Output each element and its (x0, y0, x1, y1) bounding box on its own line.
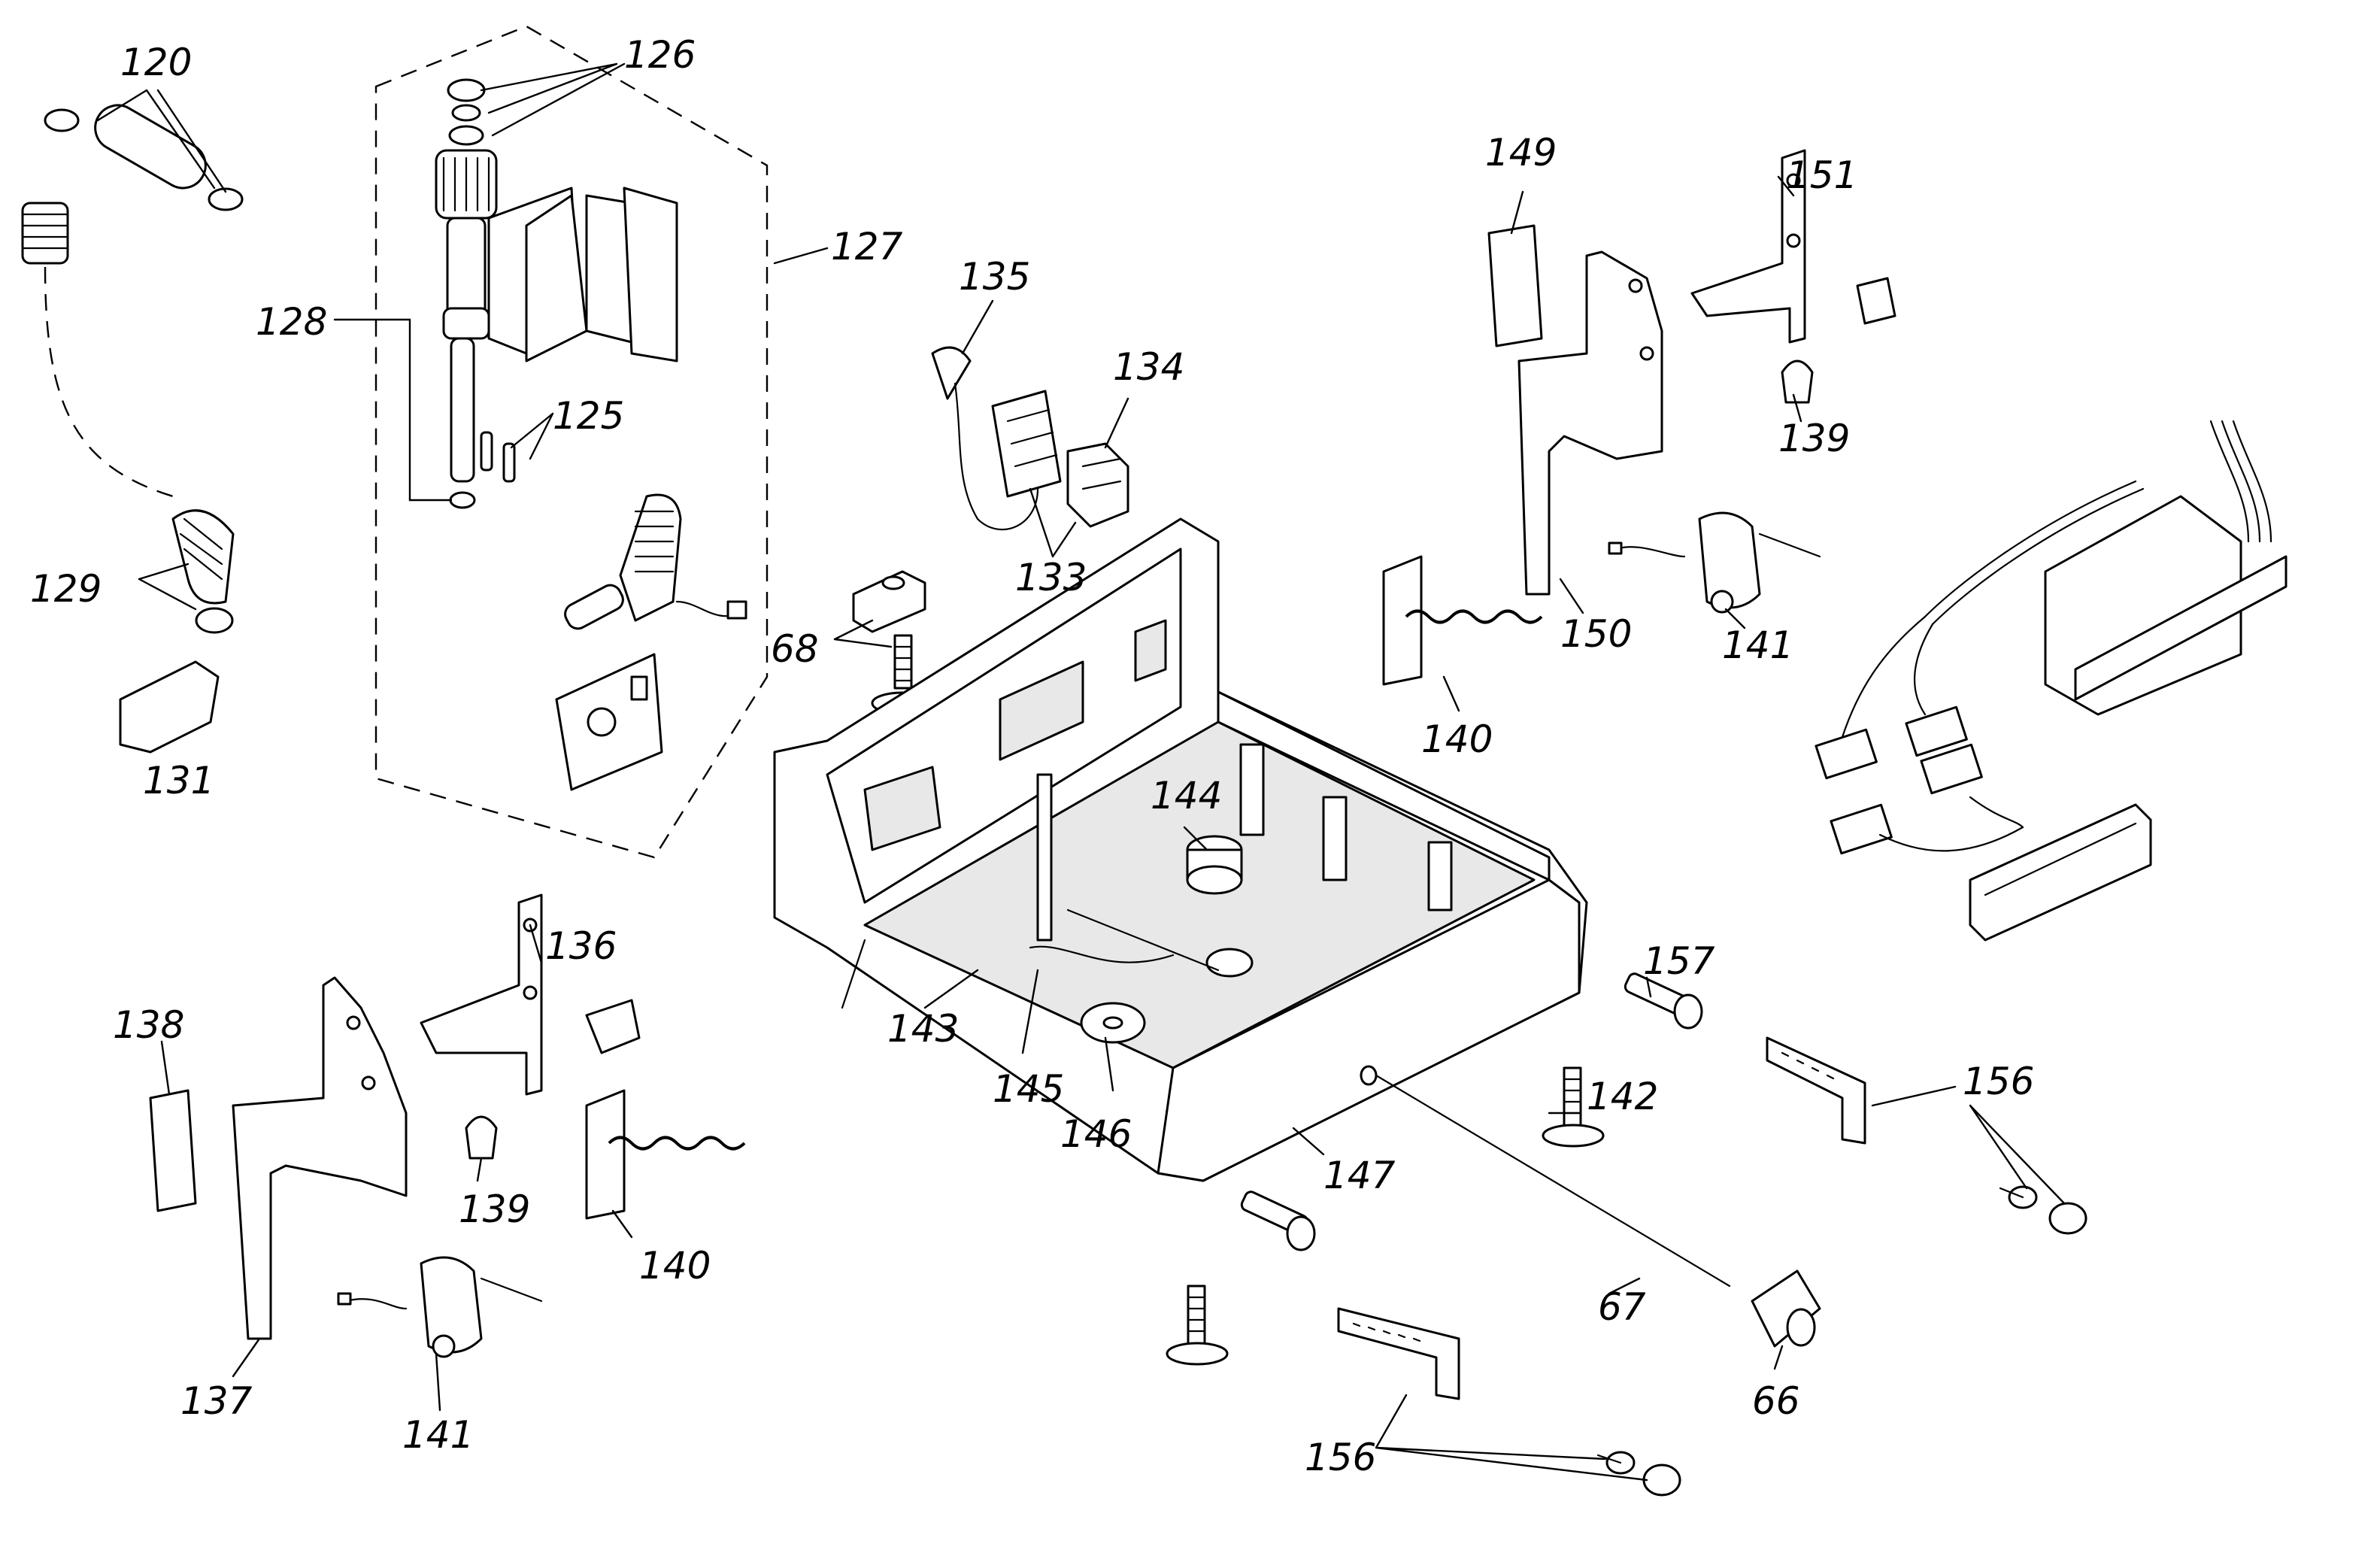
part-156-rail-right (1766, 1036, 2087, 1235)
label-133: 133 (1015, 556, 1087, 599)
part-136-hinge (420, 893, 543, 1096)
callout-labels: 120 126 127 128 125 129 131 135 134 133 … (30, 33, 2034, 1479)
label-66: 66 (1752, 1379, 1800, 1423)
part-127-housing (487, 187, 678, 362)
label-135: 135 (959, 255, 1030, 299)
label-147: 147 (1323, 1154, 1396, 1197)
part-140-spring-left (585, 1089, 746, 1220)
part-133-134-135-switch (931, 346, 1129, 531)
part-156-rail-bottom (1337, 1307, 1681, 1497)
part-150-side-plate (1517, 250, 1663, 596)
part-131-bracket (119, 660, 220, 754)
part-66-knob (1751, 1269, 1821, 1348)
part-138-cover (149, 1089, 197, 1212)
label-128: 128 (256, 300, 327, 344)
label-136: 136 (545, 924, 617, 968)
part-139-clip-right (1781, 359, 1814, 404)
part-coil-hose (564, 493, 747, 630)
label-137: 137 (180, 1379, 253, 1423)
part-120-hose (44, 104, 244, 211)
label-144: 144 (1151, 774, 1222, 817)
part-137-side-plate (232, 976, 408, 1340)
label-125: 125 (553, 394, 624, 438)
label-68: 68 (771, 627, 819, 671)
label-143: 143 (887, 1007, 959, 1051)
part-136-clip (585, 999, 641, 1054)
label-67: 67 (1598, 1285, 1646, 1329)
part-141-gear-right (1608, 511, 1821, 614)
label-141-left: 141 (402, 1413, 474, 1457)
label-157: 157 (1643, 939, 1715, 983)
label-141-right: 141 (1722, 623, 1793, 667)
label-151: 151 (1786, 153, 1857, 197)
label-150: 150 (1560, 612, 1632, 656)
label-156-bottom: 156 (1305, 1436, 1376, 1479)
label-146: 146 (1060, 1112, 1132, 1156)
label-134: 134 (1113, 345, 1184, 389)
label-149: 149 (1485, 131, 1557, 174)
assembly-127-boundary (374, 25, 769, 859)
part-149-cover (1487, 224, 1543, 347)
part-126-128-valve (435, 78, 498, 509)
label-139-left: 139 (459, 1187, 530, 1231)
part-125-fuses (480, 431, 516, 483)
part-140-spring-right (1382, 555, 1543, 686)
part-147-base-tray (773, 517, 1588, 1182)
part-67-rod (1375, 1074, 1731, 1288)
part-129-corrugated-hose (21, 202, 235, 634)
label-145: 145 (993, 1067, 1064, 1111)
part-141-gear-left (337, 1256, 543, 1358)
part-loose-foot (1166, 1285, 1229, 1366)
label-139-right: 139 (1778, 417, 1850, 460)
label-120: 120 (120, 41, 192, 84)
label-156-right: 156 (1963, 1060, 2034, 1103)
part-157-bolt (1624, 972, 1703, 1030)
part-151-hinge (1690, 149, 1896, 344)
leader-lines (96, 62, 2066, 1482)
label-129: 129 (30, 567, 102, 611)
label-138: 138 (113, 1003, 184, 1047)
part-loose-bolt (1240, 1191, 1316, 1251)
part-139-clip-left (465, 1115, 498, 1160)
label-127: 127 (831, 225, 903, 268)
part-control-plate (555, 653, 663, 791)
part-wiring-harness (1815, 420, 2288, 942)
label-126: 126 (624, 33, 696, 77)
label-140-left: 140 (639, 1244, 711, 1288)
label-142: 142 (1587, 1075, 1658, 1118)
label-140-right: 140 (1421, 717, 1493, 761)
label-131: 131 (143, 759, 214, 802)
